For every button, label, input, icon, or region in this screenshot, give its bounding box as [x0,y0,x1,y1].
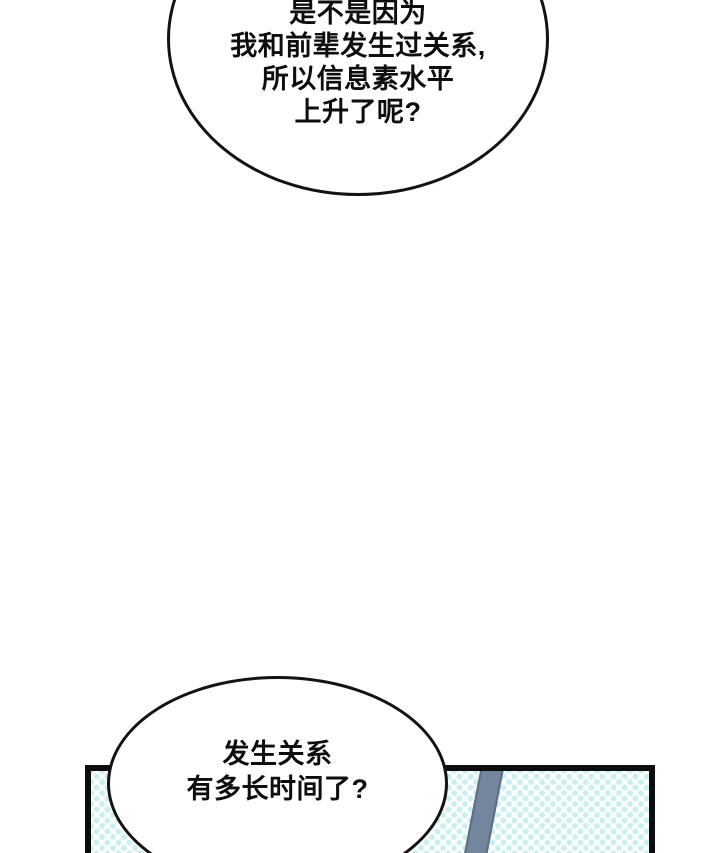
bubble-top-line-3: 所以信息素水平 [261,64,455,94]
bubble-top-line-4: 上升了呢? [294,97,422,127]
thought-bubble-bottom: 发生关系 有多长时间了? [107,676,448,853]
bubble-top-line-1: 是不是因为 [289,0,427,28]
bubble-bottom-line-1: 发生关系 [222,739,333,769]
thought-bubble-top: 是不是因为 我和前辈发生过关系, 所以信息素水平 上升了呢? [167,0,549,196]
bubble-bottom-line-2: 有多长时间了? [186,774,369,804]
bubble-top-line-2: 我和前辈发生过关系, [230,31,486,61]
